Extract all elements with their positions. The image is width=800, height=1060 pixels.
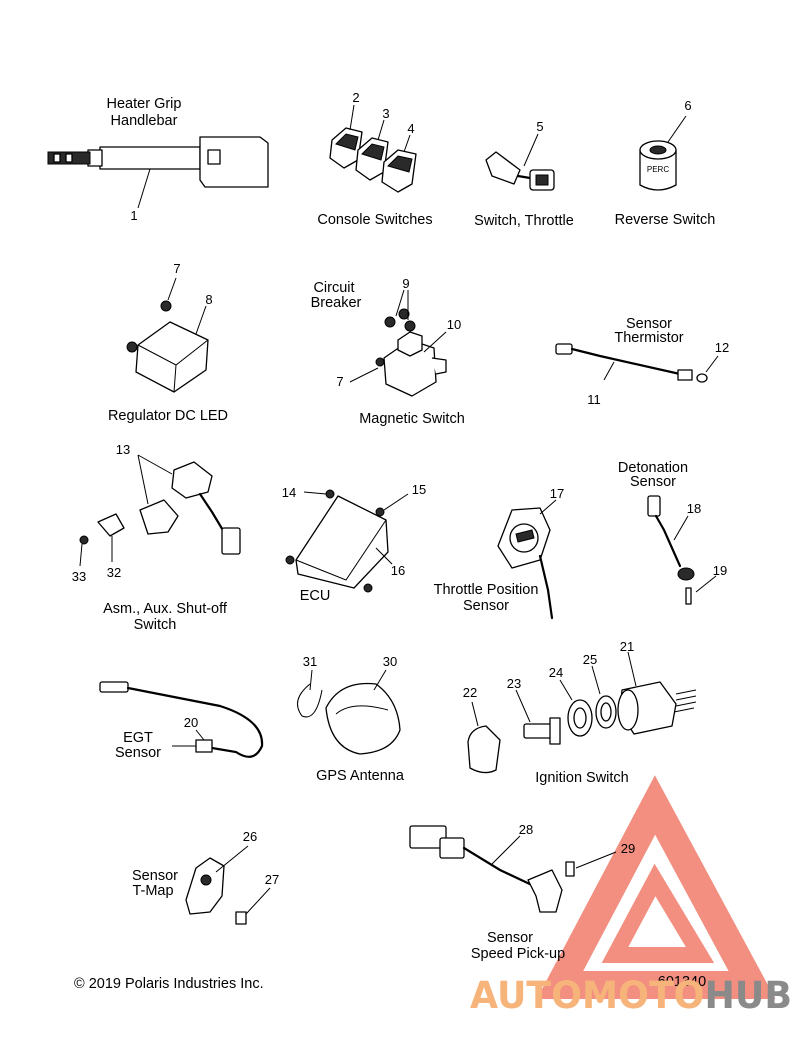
caption-tmap-sensor-line2: T-Map	[132, 883, 173, 899]
caption-heater-grip-line2: Handlebar	[111, 113, 178, 129]
caption-egt-sensor-line1: EGT	[123, 730, 153, 746]
aux-shutoff-drawing	[79, 454, 241, 567]
callout-29: 29	[621, 841, 635, 856]
figure-number: 601340	[658, 974, 706, 990]
caption-ecu: ECU	[300, 588, 331, 604]
caption-console-switches: Console Switches	[317, 212, 432, 228]
callout-9: 9	[402, 276, 409, 291]
tmap-sensor-drawing	[185, 845, 271, 925]
caption-speed-pickup-line2: Speed Pick-up	[471, 946, 565, 962]
callout-6: 6	[684, 98, 691, 113]
callout-2: 2	[352, 90, 359, 105]
caption-egt-sensor-line2: Sensor	[115, 745, 161, 761]
magnetic-switch-drawing	[349, 289, 447, 397]
reverse-switch-marking: PERC	[647, 165, 669, 174]
watermark-brand-part2: HUB	[705, 974, 792, 1017]
caption-aux-shutoff-line1: Asm., Aux. Shut-off	[103, 601, 228, 617]
callout-4: 4	[407, 121, 414, 136]
callout-5: 5	[536, 119, 543, 134]
caption-ignition-switch: Ignition Switch	[535, 770, 629, 786]
callout-11: 11	[587, 392, 601, 407]
caption-magnetic-switch: Magnetic Switch	[359, 411, 465, 427]
ignition-switch-drawing	[467, 651, 697, 774]
callout-30: 30	[383, 654, 397, 669]
throttle-switch-drawing	[485, 133, 555, 191]
thermistor-drawing	[555, 343, 719, 383]
caption-heater-grip-line1: Heater Grip	[107, 96, 182, 112]
callout-25: 25	[583, 652, 597, 667]
detonation-sensor-drawing	[647, 495, 717, 605]
callout-21: 21	[620, 639, 634, 654]
caption-throttle-position-line2: Sensor	[463, 598, 509, 614]
callout-17: 17	[550, 486, 564, 501]
caption-throttle-position-line1: Throttle Position	[434, 582, 539, 598]
callout-24: 24	[549, 665, 563, 680]
heater-grip-drawing	[47, 136, 269, 209]
egt-sensor-drawing	[99, 681, 264, 758]
caption-regulator-dc-led: Regulator DC LED	[108, 408, 228, 424]
callout-12: 12	[715, 340, 729, 355]
callout-33: 33	[72, 569, 86, 584]
callout-18: 18	[687, 501, 701, 516]
copyright-text: © 2019 Polaris Industries Inc.	[74, 976, 264, 992]
console-switches-drawing	[329, 104, 417, 193]
callout-32: 32	[107, 565, 121, 580]
caption-speed-pickup-line1: Sensor	[487, 930, 533, 946]
callout-23: 23	[507, 676, 521, 691]
callout-31: 31	[303, 654, 317, 669]
callout-22: 22	[463, 685, 477, 700]
ecu-drawing	[285, 489, 409, 593]
callout-3: 3	[382, 106, 389, 121]
caption-tmap-sensor-line1: Sensor	[132, 868, 178, 884]
callout-19: 19	[713, 563, 727, 578]
caption-circuit-breaker-line1: Circuit	[313, 280, 354, 296]
reverse-switch-drawing	[639, 115, 687, 191]
caption-aux-shutoff-line2: Switch	[134, 617, 177, 633]
callout-26: 26	[243, 829, 257, 844]
tps-drawing	[497, 499, 557, 620]
watermark-brand: AUTOMOTOHUB	[470, 974, 792, 1017]
callout-13: 13	[116, 442, 130, 457]
watermark-logo	[536, 775, 776, 999]
callout-1: 1	[130, 208, 137, 223]
caption-reverse-switch: Reverse Switch	[615, 212, 716, 228]
callout-16: 16	[391, 563, 405, 578]
caption-detonation-sensor-line2: Sensor	[630, 474, 676, 490]
callout-14: 14	[282, 485, 296, 500]
callout-15: 15	[412, 482, 426, 497]
caption-switch-throttle: Switch, Throttle	[474, 213, 574, 229]
caption-detonation-sensor-line1: Detonation	[618, 460, 688, 476]
watermark-brand-part1: AUTOMOTO	[470, 974, 705, 1017]
callout-10: 10	[447, 317, 461, 332]
callout-28: 28	[519, 822, 533, 837]
caption-sensor-thermistor-line2: Thermistor	[614, 330, 683, 346]
gps-antenna-drawing	[297, 669, 401, 755]
callout-27: 27	[265, 872, 279, 887]
callout-20: 20	[184, 715, 198, 730]
regulator-drawing	[126, 277, 209, 393]
callout-8: 8	[205, 292, 212, 307]
caption-circuit-breaker-line2: Breaker	[311, 295, 362, 311]
caption-sensor-thermistor-line1: Sensor	[626, 316, 672, 332]
speed-pickup-drawing	[409, 825, 617, 913]
caption-gps-antenna: GPS Antenna	[316, 768, 405, 784]
callout-7-magnetic: 7	[336, 374, 343, 389]
callout-7-regulator: 7	[173, 261, 180, 276]
